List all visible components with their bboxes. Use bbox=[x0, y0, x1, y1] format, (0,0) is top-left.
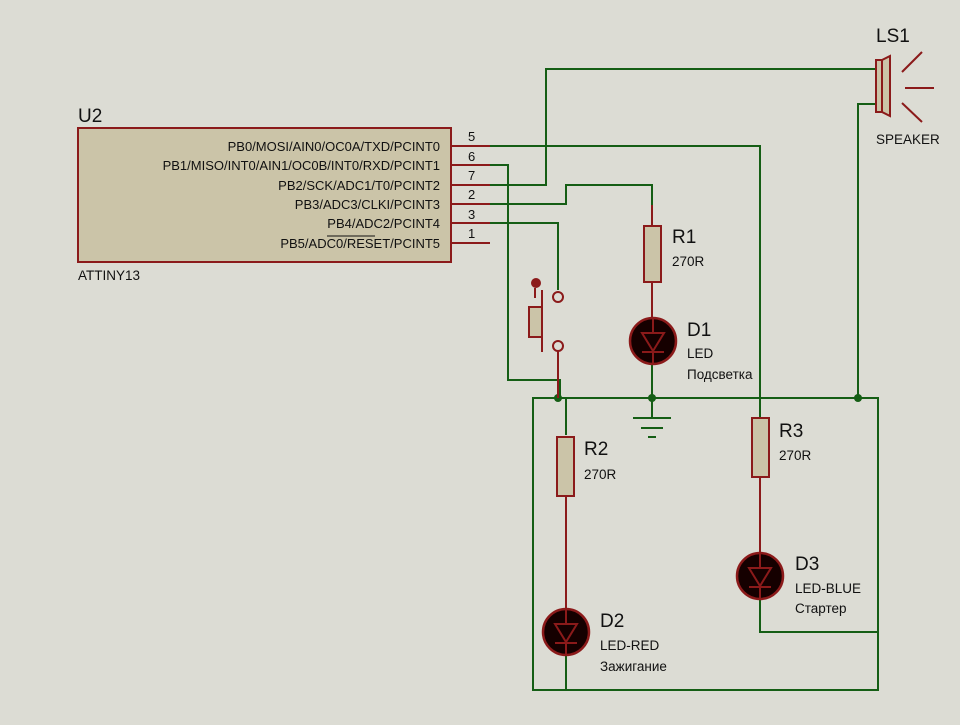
r1-value: 270R bbox=[672, 254, 705, 269]
wire-pb0-r3 bbox=[490, 145, 761, 418]
d2-note: Зажигание bbox=[600, 659, 667, 674]
resistor-r2[interactable]: R2 270R bbox=[556, 436, 617, 610]
pin-name: PB1/MISO/INT0/AIN1/OC0B/INT0/RXD/PCINT1 bbox=[163, 158, 440, 173]
junction-dot bbox=[648, 394, 656, 402]
pin-number: 2 bbox=[468, 187, 475, 202]
speaker-ref: LS1 bbox=[876, 26, 910, 47]
d1-note: Подсветка bbox=[687, 367, 753, 382]
wires bbox=[490, 68, 879, 691]
pin-number: 3 bbox=[468, 207, 475, 222]
pin-name: PB5/ADC0/RESET/PCINT5 bbox=[280, 236, 440, 251]
chip-body bbox=[77, 127, 452, 263]
pin-number: 6 bbox=[468, 149, 475, 164]
push-button[interactable] bbox=[528, 278, 564, 398]
junction-dot bbox=[854, 394, 862, 402]
led-d3[interactable]: D3 LED-BLUE Стартер bbox=[735, 551, 861, 616]
d1-ref: D1 bbox=[687, 320, 711, 341]
speaker-part: SPEAKER bbox=[876, 132, 940, 147]
wire-d3-bottom bbox=[759, 600, 878, 633]
pin-number: 1 bbox=[468, 226, 475, 241]
pin-name: PB3/ADC3/CLKI/PCINT3 bbox=[295, 197, 440, 212]
wire-speaker-gnd bbox=[857, 103, 876, 398]
led-d2[interactable]: D2 LED-RED Зажигание bbox=[541, 607, 667, 674]
speaker-icon bbox=[881, 54, 891, 118]
d3-part: LED-BLUE bbox=[795, 581, 861, 596]
pin-number: 7 bbox=[468, 168, 475, 183]
d2-part: LED-RED bbox=[600, 638, 660, 653]
chip-ref: U2 bbox=[78, 106, 102, 127]
ground-icon bbox=[633, 417, 671, 438]
r3-ref: R3 bbox=[779, 421, 803, 442]
d1-part: LED bbox=[687, 346, 714, 361]
sound-wave bbox=[901, 102, 923, 123]
d3-note: Стартер bbox=[795, 601, 847, 616]
wire-pb3-r1 bbox=[490, 184, 653, 205]
chip-pin-stubs bbox=[451, 145, 490, 244]
r2-value: 270R bbox=[584, 467, 617, 482]
pin-name: PB2/SCK/ADC1/T0/PCINT2 bbox=[278, 178, 440, 193]
r2-ref: R2 bbox=[584, 439, 608, 460]
d2-ref: D2 bbox=[600, 611, 624, 632]
wire-pb4-button bbox=[490, 222, 559, 290]
chip-u2[interactable]: U2 ATTINY13 PB0/MOSI/AIN0/OC0A/TXD/PCINT… bbox=[77, 106, 490, 283]
wire-pb2-speaker bbox=[490, 68, 876, 186]
r1-ref: R1 bbox=[672, 227, 696, 248]
pin-name: PB0/MOSI/AIN0/OC0A/TXD/PCINT0 bbox=[228, 139, 440, 154]
chip-part: ATTINY13 bbox=[78, 268, 140, 283]
resistor-r3[interactable]: R3 270R bbox=[751, 417, 812, 553]
wire-ground-loop bbox=[532, 397, 879, 691]
pin-number: 5 bbox=[468, 129, 475, 144]
wire-pb1-button bbox=[490, 164, 561, 398]
led-d1[interactable]: D1 LED Подсветка bbox=[628, 316, 753, 382]
speaker-ls1[interactable]: LS1 SPEAKER bbox=[875, 26, 940, 147]
pin-name: PB4/ADC2/PCINT4 bbox=[327, 216, 440, 231]
d3-ref: D3 bbox=[795, 554, 819, 575]
resistor-r1[interactable]: R1 270R bbox=[643, 205, 705, 318]
r3-value: 270R bbox=[779, 448, 812, 463]
sound-wave bbox=[901, 51, 923, 73]
